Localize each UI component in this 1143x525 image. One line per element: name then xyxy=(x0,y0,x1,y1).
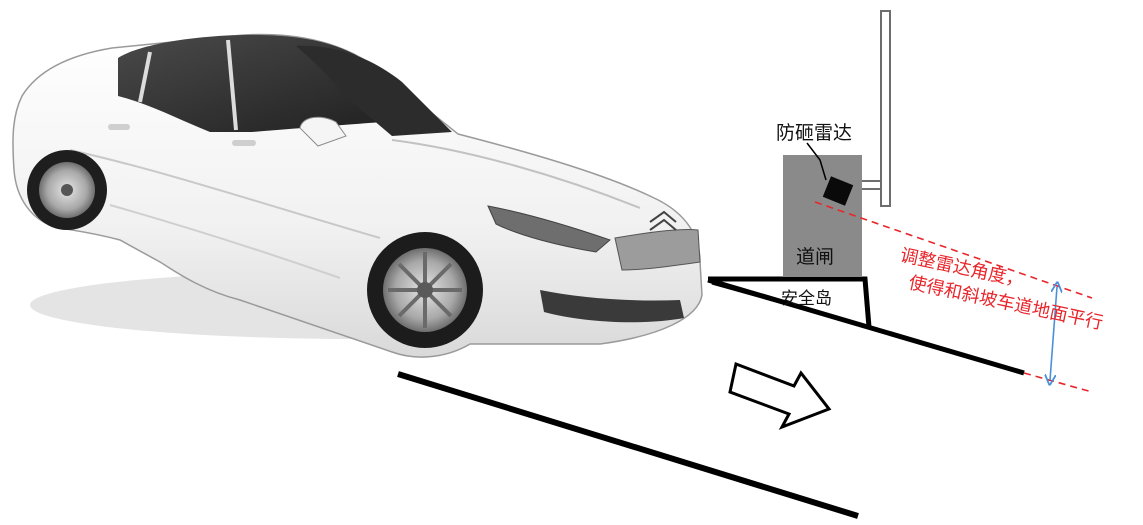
car-illustration xyxy=(12,33,703,358)
direction-arrow-icon xyxy=(728,361,832,430)
safety-island xyxy=(708,276,872,329)
radar-sensor-icon xyxy=(822,176,854,206)
radar-pointer xyxy=(806,142,827,181)
road-edge-near xyxy=(397,371,859,519)
barrier-gate-box xyxy=(783,155,862,277)
radar-label: 防砸雷达 xyxy=(776,122,853,144)
ramp-parallel-line xyxy=(1023,372,1093,393)
gate-label: 道闸 xyxy=(796,246,835,268)
gate-arm xyxy=(862,10,891,207)
parallel-measure-arrow xyxy=(1050,287,1057,380)
island-label: 安全岛 xyxy=(781,289,832,309)
